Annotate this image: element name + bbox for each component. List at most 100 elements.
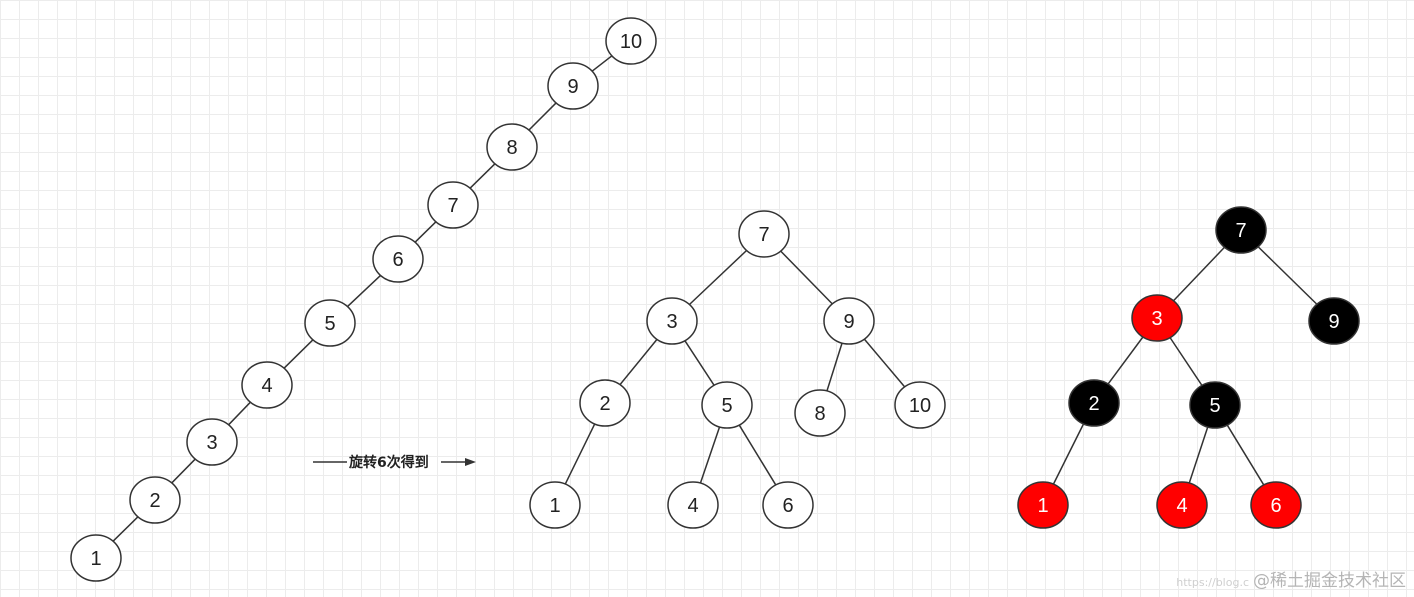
balanced-node-4: 4 bbox=[667, 481, 719, 529]
balanced-node-circle bbox=[529, 481, 581, 529]
nodes-layer: 10 9 8 7 6 5 4 3 2 1 7 3 9 2 5 8 10 1 4 6 7 3 9 2 5 1 4 6 bbox=[70, 17, 1360, 582]
redblack-edge-r5-r6 bbox=[1226, 424, 1265, 486]
balanced-node-8: 8 bbox=[794, 389, 846, 437]
rotation-arrow: 旋转6次得到 bbox=[313, 454, 476, 471]
chain-node-9: 9 bbox=[547, 62, 599, 110]
redblack-node-circle bbox=[1308, 297, 1360, 345]
chain-node-2: 2 bbox=[129, 476, 181, 524]
redblack-node-7: 7 bbox=[1215, 206, 1267, 254]
chain-node-circle bbox=[186, 418, 238, 466]
watermark-url: https://blog.c bbox=[1176, 576, 1249, 589]
balanced-node-label: 7 bbox=[758, 224, 769, 246]
chain-node-label: 3 bbox=[206, 432, 217, 454]
balanced-node-circle bbox=[667, 481, 719, 529]
balanced-node-label: 2 bbox=[599, 393, 610, 415]
chain-node-1: 1 bbox=[70, 534, 122, 582]
chain-edge-c3-c2 bbox=[171, 458, 196, 484]
redblack-node-6: 6 bbox=[1250, 481, 1302, 529]
chain-node-label: 7 bbox=[447, 195, 458, 217]
chain-node-label: 8 bbox=[506, 137, 517, 159]
balanced-node-label: 1 bbox=[549, 495, 560, 517]
chain-node-circle bbox=[486, 123, 538, 171]
redblack-edge-r2-r1 bbox=[1052, 423, 1085, 485]
balanced-node-label: 6 bbox=[782, 495, 793, 517]
redblack-edge-r7-r3 bbox=[1172, 246, 1226, 302]
balanced-node-2: 2 bbox=[579, 379, 631, 427]
balanced-node-9: 9 bbox=[823, 297, 875, 345]
balanced-node-circle bbox=[646, 297, 698, 345]
balanced-node-7: 7 bbox=[738, 210, 790, 258]
redblack-edge-r5-r4 bbox=[1188, 426, 1209, 484]
chain-edge-c6-c5 bbox=[346, 274, 382, 308]
chain-edge-c8-c7 bbox=[469, 163, 496, 189]
chain-node-circle bbox=[427, 181, 479, 229]
chain-node-circle bbox=[547, 62, 599, 110]
chain-node-label: 10 bbox=[620, 31, 642, 53]
balanced-node-circle bbox=[823, 297, 875, 345]
balanced-node-5: 5 bbox=[701, 381, 753, 429]
redblack-node-label: 1 bbox=[1037, 495, 1048, 517]
redblack-node-label: 5 bbox=[1209, 395, 1220, 417]
balanced-node-circle bbox=[701, 381, 753, 429]
arrow-head-icon bbox=[465, 458, 476, 466]
chain-node-3: 3 bbox=[186, 418, 238, 466]
chain-node-5: 5 bbox=[304, 299, 356, 347]
redblack-node-5: 5 bbox=[1189, 381, 1241, 429]
watermark-text: @稀土掘金技术社区 bbox=[1253, 571, 1406, 591]
redblack-node-2: 2 bbox=[1068, 379, 1120, 427]
balanced-node-circle bbox=[738, 210, 790, 258]
chain-node-label: 6 bbox=[392, 249, 403, 271]
redblack-node-circle bbox=[1215, 206, 1267, 254]
chain-node-circle bbox=[70, 534, 122, 582]
balanced-edge-b3-b2 bbox=[619, 338, 658, 386]
redblack-edge-r3-r2 bbox=[1107, 336, 1144, 385]
chain-node-4: 4 bbox=[241, 361, 293, 409]
balanced-edge-b2-b1 bbox=[564, 423, 596, 485]
chain-node-label: 9 bbox=[567, 76, 578, 98]
balanced-node-label: 9 bbox=[843, 311, 854, 333]
balanced-edge-b5-b6 bbox=[738, 424, 777, 486]
redblack-node-circle bbox=[1131, 294, 1183, 342]
balanced-node-circle bbox=[579, 379, 631, 427]
redblack-node-label: 7 bbox=[1235, 220, 1246, 242]
chain-node-label: 1 bbox=[90, 548, 101, 570]
redblack-node-3: 3 bbox=[1131, 294, 1183, 342]
balanced-node-1: 1 bbox=[529, 481, 581, 529]
balanced-edge-b9-b10 bbox=[863, 338, 906, 388]
balanced-node-circle bbox=[794, 389, 846, 437]
balanced-node-label: 5 bbox=[721, 395, 732, 417]
chain-edge-c9-c8 bbox=[528, 102, 557, 131]
balanced-edge-b7-b3 bbox=[688, 249, 748, 306]
redblack-node-label: 4 bbox=[1176, 495, 1187, 517]
balanced-node-circle bbox=[762, 481, 814, 529]
balanced-node-label: 3 bbox=[666, 311, 677, 333]
chain-edge-c4-c3 bbox=[228, 401, 251, 426]
chain-edge-c5-c4 bbox=[283, 339, 314, 369]
balanced-node-3: 3 bbox=[646, 297, 698, 345]
redblack-node-1: 1 bbox=[1017, 481, 1069, 529]
chain-node-10: 10 bbox=[605, 17, 657, 65]
chain-node-label: 4 bbox=[261, 375, 272, 397]
redblack-node-circle bbox=[1017, 481, 1069, 529]
redblack-node-circle bbox=[1156, 481, 1208, 529]
chain-node-circle bbox=[304, 299, 356, 347]
balanced-node-10: 10 bbox=[894, 381, 946, 429]
redblack-node-4: 4 bbox=[1156, 481, 1208, 529]
redblack-node-9: 9 bbox=[1308, 297, 1360, 345]
chain-node-circle bbox=[372, 235, 424, 283]
balanced-edge-b3-b5 bbox=[684, 340, 715, 386]
chain-edge-c7-c6 bbox=[414, 221, 437, 243]
balanced-edge-b5-b4 bbox=[699, 426, 721, 484]
chain-node-6: 6 bbox=[372, 235, 424, 283]
chain-node-8: 8 bbox=[486, 123, 538, 171]
redblack-node-circle bbox=[1068, 379, 1120, 427]
balanced-node-label: 10 bbox=[909, 395, 931, 417]
chain-edge-c2-c1 bbox=[112, 516, 139, 542]
chain-node-label: 2 bbox=[149, 490, 160, 512]
edges-layer bbox=[112, 55, 1318, 542]
redblack-node-label: 2 bbox=[1088, 393, 1099, 415]
chain-node-circle bbox=[605, 17, 657, 65]
chain-node-label: 5 bbox=[324, 313, 335, 335]
redblack-node-label: 6 bbox=[1270, 495, 1281, 517]
